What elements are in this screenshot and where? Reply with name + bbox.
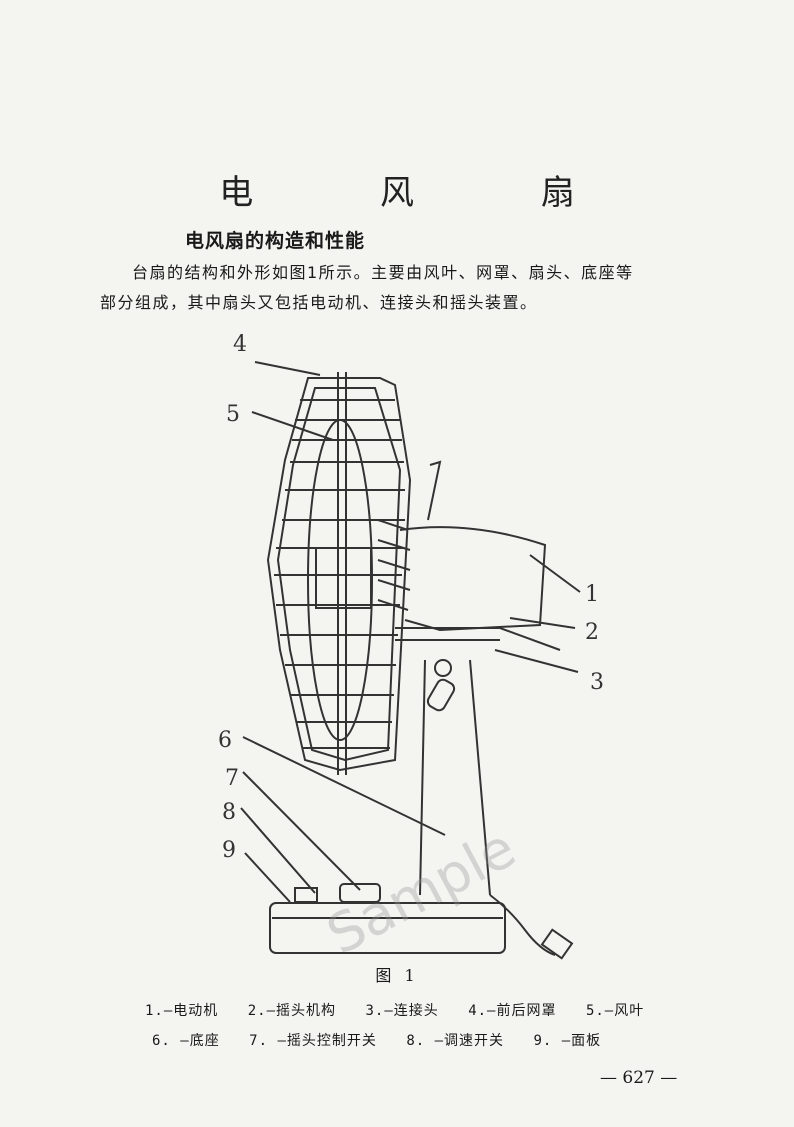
body-paragraph: 台扇的结构和外形如图1所示。主要由风叶、网罩、扇头、底座等 部分组成，其中扇头又… (100, 258, 720, 318)
section-heading: 电风扇的构造和性能 (185, 230, 366, 252)
fan-diagram: Sample 4 5 1 2 3 6 7 8 9 (0, 330, 794, 970)
legend-row-2: 6. —底座 7. —摇头控制开关 8. —调速开关 9. —面板 (152, 1030, 621, 1050)
callout-4: 4 (233, 332, 247, 357)
legend-item: 4.—前后网罩 (468, 1003, 557, 1019)
paragraph-line-1: 台扇的结构和外形如图1所示。主要由风叶、网罩、扇头、底座等 (132, 263, 634, 282)
callout-5: 5 (226, 402, 240, 427)
callout-2: 2 (585, 620, 599, 645)
legend-item: 7. —摇头控制开关 (249, 1033, 377, 1049)
fan-illustration (240, 361, 581, 960)
callout-8: 8 (222, 800, 236, 825)
page-title: 电 风 扇 (219, 173, 633, 213)
callout-7: 7 (225, 766, 239, 791)
callout-1: 1 (585, 582, 599, 607)
callout-9: 9 (222, 838, 236, 863)
paragraph-line-2: 部分组成，其中扇头又包括电动机、连接头和摇头装置。 (100, 293, 538, 312)
legend-item: 8. —调速开关 (406, 1033, 505, 1049)
callout-3: 3 (590, 670, 604, 695)
callout-6: 6 (218, 728, 232, 753)
legend-item: 5.—风叶 (585, 1003, 645, 1019)
legend-item: 1.—电动机 (145, 1003, 219, 1019)
legend-item: 2.—摇头机构 (247, 1003, 337, 1019)
page-number: — 627 — (600, 1068, 678, 1088)
legend-item: 3.—连接头 (365, 1003, 439, 1019)
legend-item: 6. —底座 (152, 1033, 220, 1049)
figure-caption: 图 1 (375, 966, 419, 985)
legend-row-1: 1.—电动机 2.—摇头机构 3.—连接头 4.—前后网罩 5.—风叶 (145, 1000, 664, 1020)
legend-item: 9. —面板 (533, 1033, 602, 1049)
